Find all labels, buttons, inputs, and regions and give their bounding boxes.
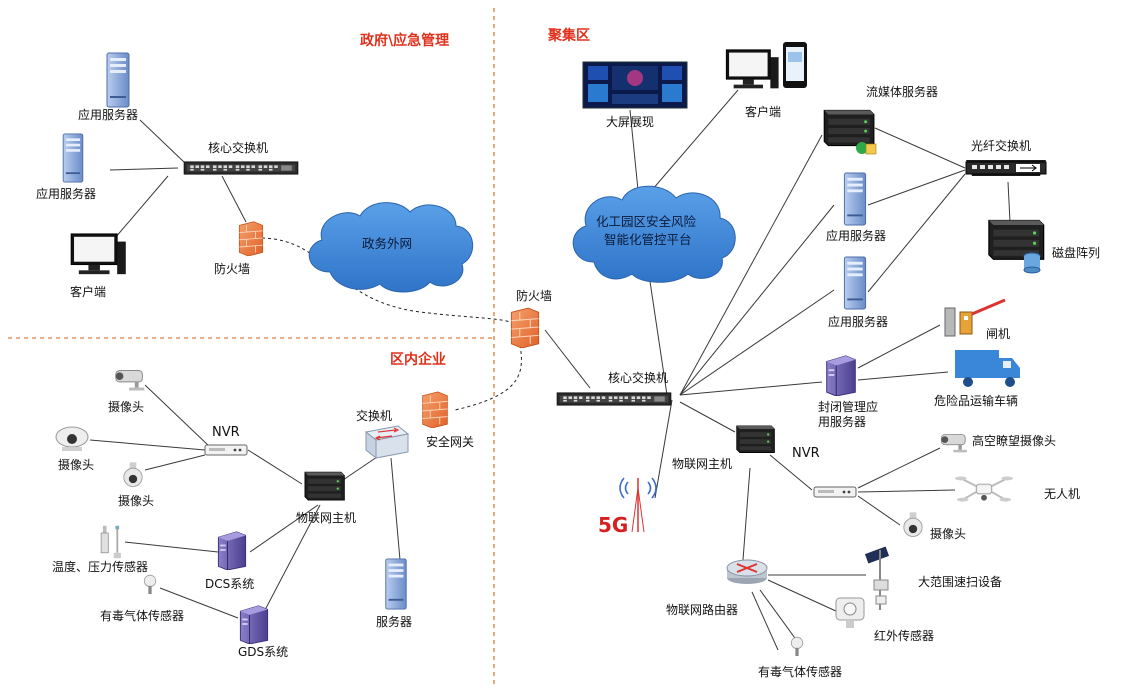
cluster-app-server-1-label: 应用服务器 <box>826 228 886 243</box>
disk-cylinder-icon <box>1023 252 1041 274</box>
temp-pressure-sensor-icon <box>100 525 122 559</box>
iot-router-icon <box>726 559 768 584</box>
temp-pressure-label: 温度、压力传感器 <box>52 559 148 574</box>
cluster-camera-icon <box>903 511 923 537</box>
wide-scan-device-icon <box>864 546 890 610</box>
ent-camera-3-icon <box>123 461 143 487</box>
drone-icon <box>955 475 1013 503</box>
center-client-label: 客户端 <box>745 104 781 119</box>
app-server-1-icon <box>106 52 130 108</box>
streaming-server-label: 流媒体服务器 <box>866 84 938 99</box>
drone-label: 无人机 <box>1044 487 1080 501</box>
ent-toxic-gas-icon <box>143 574 157 595</box>
infrared-label: 红外传感器 <box>874 628 934 643</box>
high-camera-icon <box>940 434 968 453</box>
ent-camera-3-label: 摄像头 <box>118 493 154 508</box>
cluster-app-server-1-icon <box>843 172 867 226</box>
infrared-sensor-icon <box>835 597 865 628</box>
gov-client-icon <box>70 233 127 275</box>
truck-icon <box>955 350 1020 387</box>
gds-label: GDS系统 <box>238 645 288 659</box>
5g-label: 5G <box>598 513 628 537</box>
gds-server-icon <box>239 605 269 644</box>
platform-cloud <box>572 185 736 283</box>
cluster-app-server-2-icon <box>843 256 867 310</box>
region-title-cluster: 聚集区 <box>547 27 590 44</box>
iot-router-label: 物联网路由器 <box>666 602 738 617</box>
center-core-switch-label: 核心交换机 <box>608 370 668 385</box>
disk-array-label: 磁盘阵列 <box>1052 245 1100 260</box>
gov-core-switch-icon <box>183 161 299 175</box>
security-gateway-label: 安全网关 <box>426 434 474 449</box>
gov-core-switch-label: 核心交换机 <box>208 140 268 155</box>
phone-icon <box>783 42 807 88</box>
gov-firewall-icon <box>238 221 264 256</box>
cluster-toxic-gas-icon <box>790 636 804 657</box>
gov-app-server-1-label: 应用服务器 <box>78 107 138 122</box>
dcs-label: DCS系统 <box>205 577 254 591</box>
gov-network-label: 政务外网 <box>362 236 412 251</box>
cluster-toxic-gas-label: 有毒气体传感器 <box>758 664 842 679</box>
dashed-links <box>261 237 522 411</box>
cluster-nvr-label: NVR <box>792 446 820 461</box>
closed-mgmt-label-line1: 封闭管理应 <box>818 399 878 414</box>
center-core-switch-icon <box>556 392 672 406</box>
region-title-government: 政府\应急管理 <box>360 32 449 49</box>
streaming-badge-icon <box>856 142 877 155</box>
platform-label-line1: 化工园区安全风险 <box>596 214 697 229</box>
gov-client-label: 客户端 <box>70 284 106 299</box>
ent-switch-label: 交换机 <box>356 408 392 423</box>
closed-mgmt-label-line2: 用服务器 <box>818 414 866 429</box>
ent-server-icon <box>385 558 407 610</box>
cluster-iot-host-label: 物联网主机 <box>672 457 732 471</box>
region-title-enterprise: 区内企业 <box>390 351 446 368</box>
high-camera-label: 高空瞭望摄像头 <box>972 433 1056 448</box>
platform-label-line2: 智能化管控平台 <box>604 232 692 247</box>
connection-lines <box>89 89 1011 651</box>
ent-server-label: 服务器 <box>376 614 412 629</box>
gate-icon <box>944 298 1006 337</box>
gate-label: 闸机 <box>986 327 1010 341</box>
big-screen-icon <box>582 61 688 109</box>
big-screen-label: 大屏展现 <box>606 115 654 129</box>
center-firewall-icon <box>510 307 540 348</box>
ent-nvr-label: NVR <box>212 425 240 440</box>
streaming-server-icon <box>823 109 875 147</box>
dcs-server-icon <box>217 531 247 570</box>
wide-scan-label: 大范围速扫设备 <box>918 575 1002 589</box>
ent-toxic-gas-label: 有毒气体传感器 <box>100 608 184 623</box>
ent-iot-host-label: 物联网主机 <box>296 511 356 525</box>
ent-camera-1-label: 摄像头 <box>108 399 144 414</box>
ent-camera-1-icon <box>115 370 145 391</box>
gov-firewall-label: 防火墙 <box>214 261 250 276</box>
ent-nvr-icon <box>204 444 248 456</box>
closed-mgmt-server-icon <box>826 355 856 396</box>
cluster-camera-label: 摄像头 <box>930 526 966 541</box>
center-client-icon <box>725 49 780 89</box>
cluster-app-server-2-label: 应用服务器 <box>828 314 888 329</box>
fiber-switch-label: 光纤交换机 <box>971 138 1031 153</box>
hazmat-vehicle-label: 危险品运输车辆 <box>934 393 1018 408</box>
ent-switch-icon <box>364 425 410 460</box>
ent-iot-host-icon <box>304 471 345 501</box>
security-gateway-icon <box>422 391 448 428</box>
ent-camera-2-label: 摄像头 <box>58 457 94 472</box>
ent-camera-2-icon <box>55 426 89 452</box>
cluster-iot-host-icon <box>736 425 775 453</box>
gov-network-cloud <box>308 202 474 293</box>
fiber-switch-icon <box>965 160 1047 176</box>
cluster-nvr-icon <box>813 486 857 498</box>
center-firewall-label: 防火墙 <box>516 288 552 303</box>
5g-tower-icon <box>619 477 657 533</box>
gov-app-server-2-label: 应用服务器 <box>36 186 96 201</box>
app-server-2-icon <box>62 133 84 183</box>
